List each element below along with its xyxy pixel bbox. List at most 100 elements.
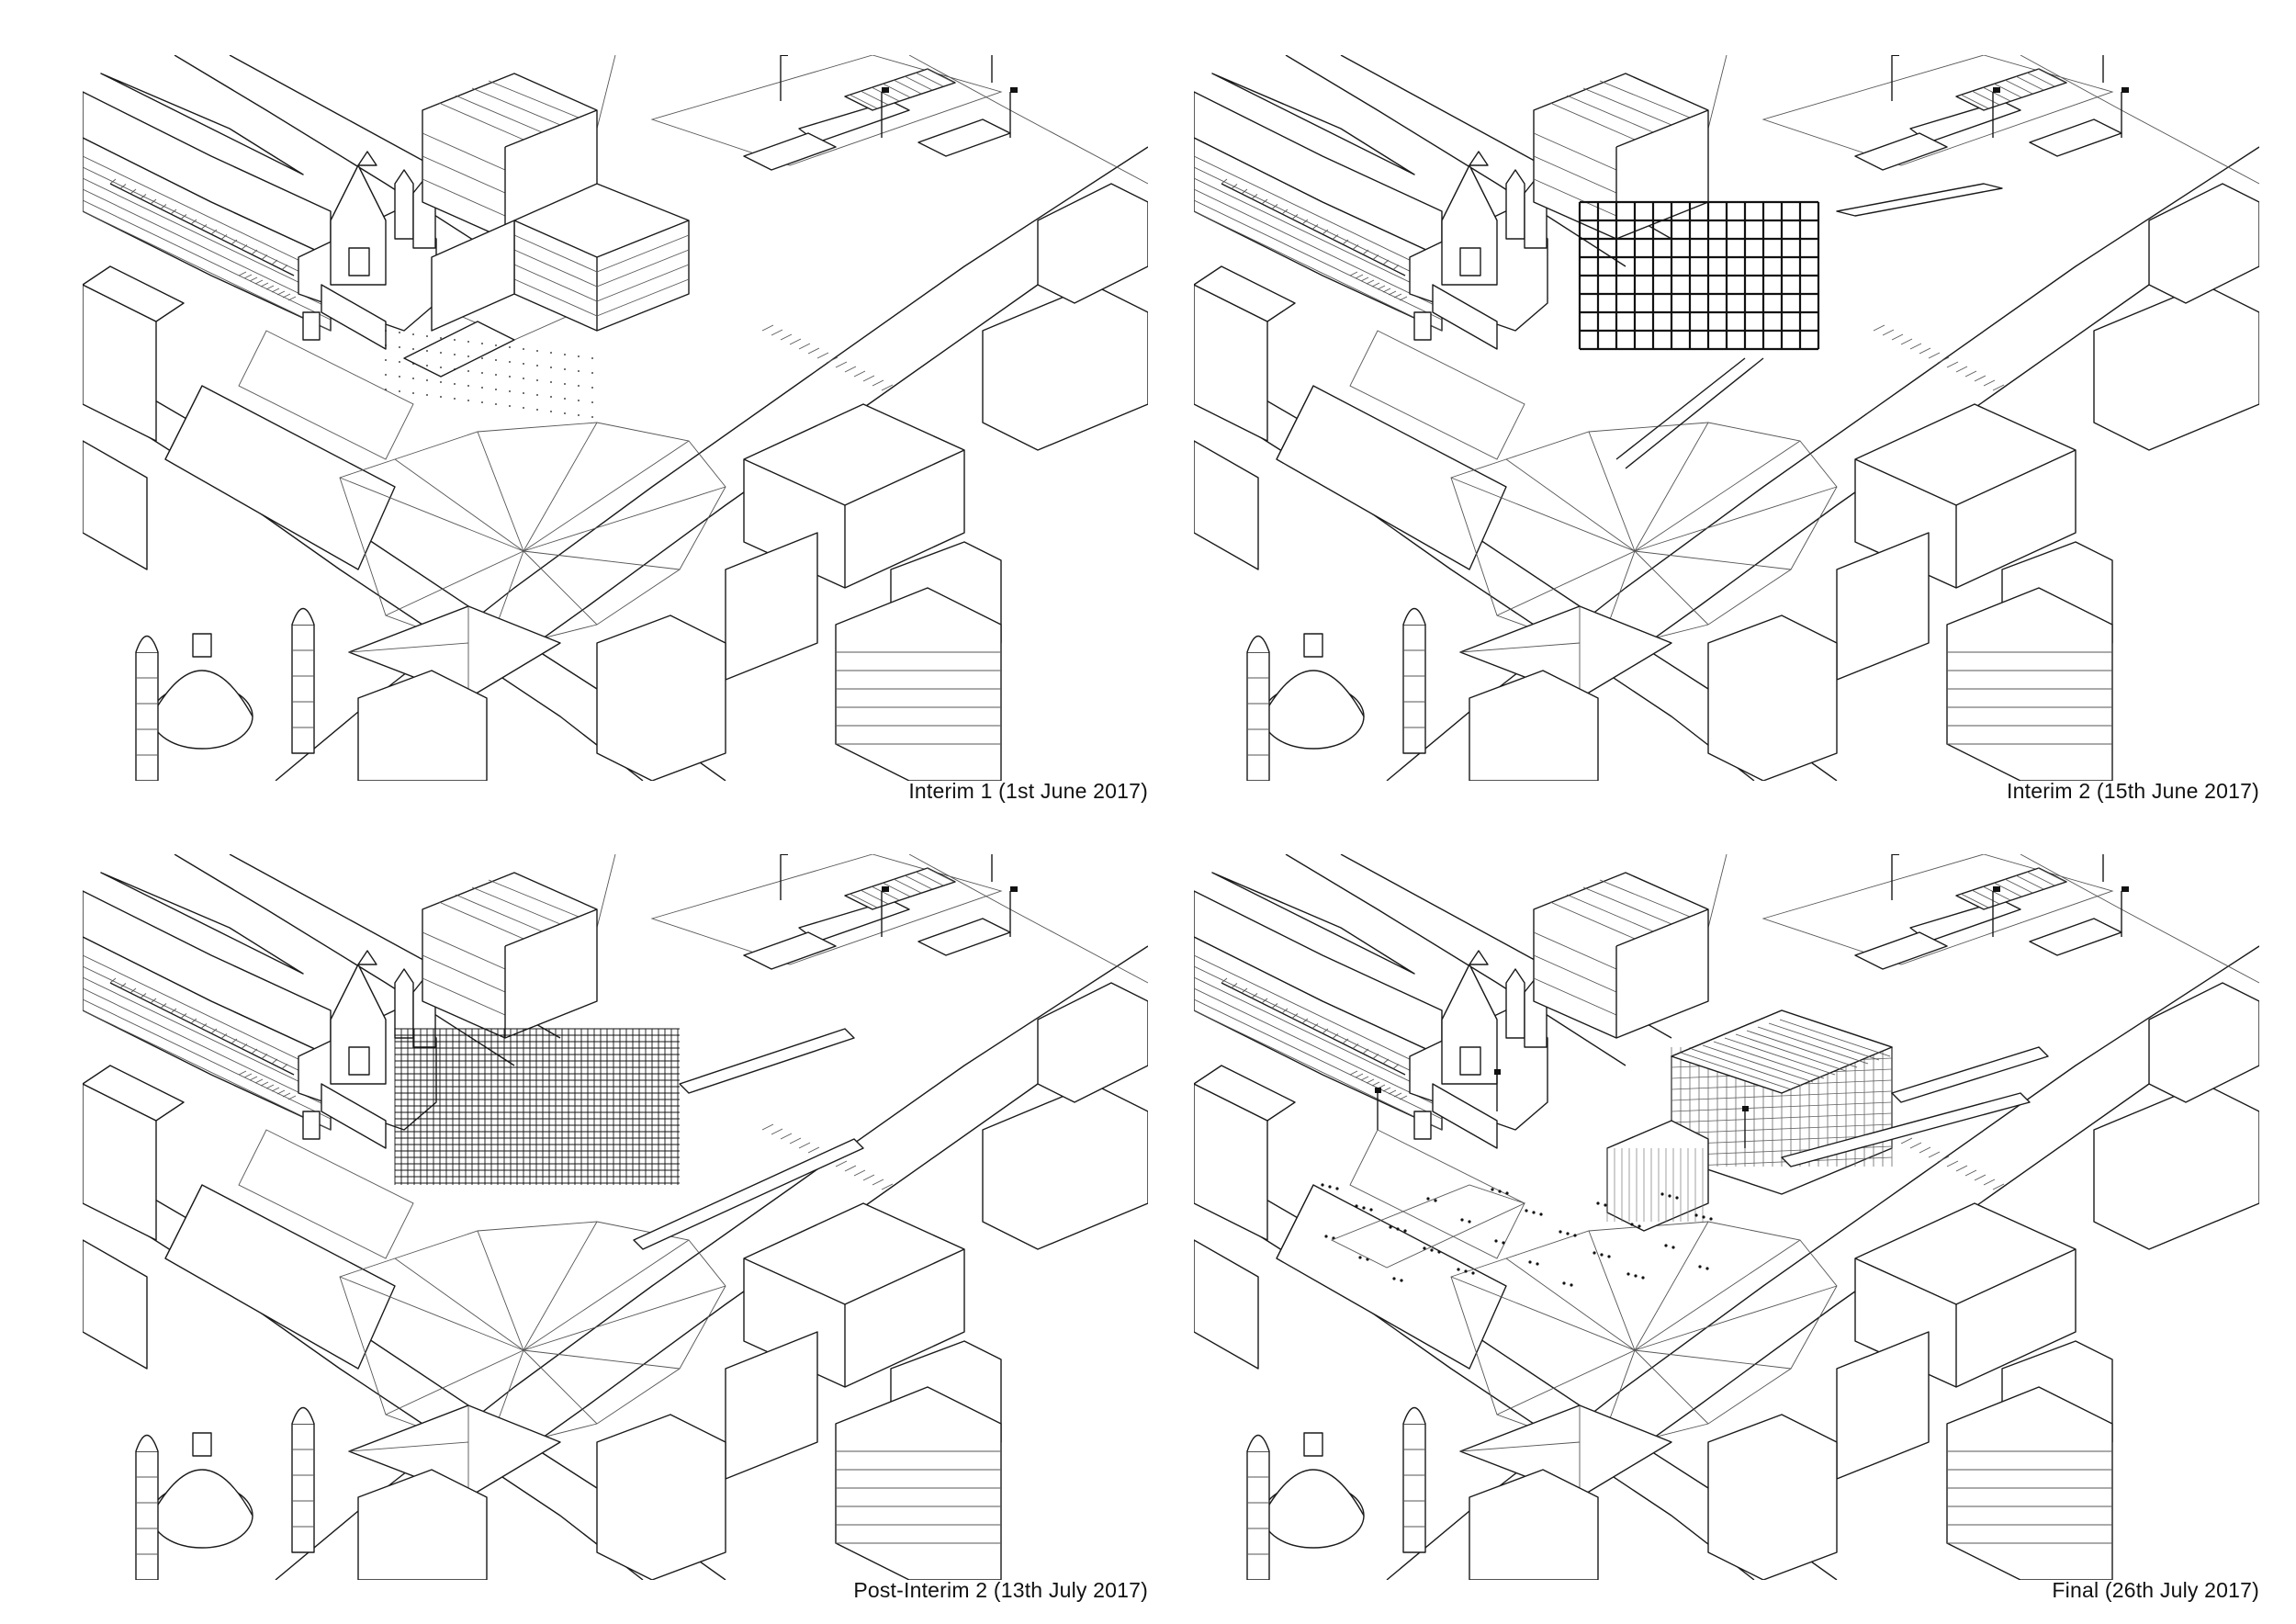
floodlight — [1892, 55, 1899, 56]
glazing-line — [1582, 886, 1672, 925]
crosswalk-stripe — [881, 384, 894, 391]
roof-grid — [1680, 1052, 1792, 1090]
crosswalk-stripe — [1301, 219, 1309, 225]
gate-pillar — [302, 311, 321, 341]
church-annex — [1432, 284, 1498, 350]
crosswalk-stripe — [254, 279, 264, 285]
road-edge — [83, 1193, 644, 1580]
site-dot — [578, 400, 580, 401]
plaza-ray — [1634, 486, 1838, 552]
plaza-ray — [523, 486, 726, 552]
facade-line — [1194, 177, 1443, 299]
crosswalk-stripe — [1251, 194, 1258, 199]
bridge — [1625, 357, 1764, 469]
site-dot — [578, 385, 580, 387]
crosswalk-stripe — [1909, 343, 1922, 350]
plaza-ray — [1634, 550, 1709, 626]
person — [1593, 1251, 1596, 1255]
church-spire — [1469, 151, 1489, 166]
caption-interim-2: Interim 2 (15th June 2017) — [2007, 779, 2259, 803]
bleacher-line — [1960, 893, 1989, 908]
floodlight — [2122, 886, 2129, 892]
glasshouse-block — [1533, 872, 1709, 1039]
minaret-cap — [1246, 635, 1270, 653]
bleacher-line — [849, 893, 878, 908]
person — [1630, 1223, 1634, 1226]
crosswalk-stripe — [771, 329, 783, 336]
person — [1460, 1218, 1464, 1222]
crosswalk-stripe — [807, 347, 820, 355]
glazing-line — [455, 894, 543, 932]
crosswalk-stripe — [251, 1048, 258, 1054]
bleacher-line — [2037, 68, 2066, 84]
crosswalk-stripe — [1332, 234, 1339, 240]
site-dot — [467, 355, 469, 357]
roof — [1211, 73, 1415, 175]
caption-post-interim-2: Post-Interim 2 (13th July 2017) — [853, 1578, 1148, 1602]
person — [1539, 1212, 1543, 1216]
site-dot — [399, 361, 400, 363]
site-dot — [523, 363, 524, 365]
site-dot — [591, 372, 593, 374]
glazing-line — [488, 879, 580, 918]
glazing-line — [1599, 879, 1691, 918]
crosswalk-stripe — [1919, 1146, 1931, 1154]
person — [1694, 1213, 1698, 1217]
bleacher-line — [915, 72, 944, 87]
plaza-left — [164, 1184, 396, 1370]
person — [1358, 1256, 1362, 1259]
tennis-court — [1854, 931, 1948, 970]
crosswalk-stripe — [1900, 1137, 1913, 1145]
plaza-ray — [1588, 431, 1636, 552]
floor-line — [513, 249, 598, 288]
church-door — [1459, 247, 1481, 276]
panel-interim-1 — [83, 55, 1148, 781]
site-dot — [550, 411, 552, 412]
site-dot — [509, 361, 511, 363]
church-annex — [321, 284, 387, 350]
crosswalk-stripe — [1349, 271, 1358, 276]
glazing-line — [438, 901, 524, 940]
plaza-ray — [1505, 1257, 1636, 1351]
crosswalk-stripe — [1974, 375, 1986, 382]
crosswalk-stripe — [1342, 239, 1349, 245]
bleacher-line — [1993, 83, 2022, 98]
site-dot — [495, 389, 497, 390]
site-dot — [564, 412, 566, 414]
church-annex — [1432, 1083, 1498, 1149]
block-edge — [1854, 458, 1957, 506]
building-bottom-3 — [596, 1414, 726, 1580]
crosswalk-stripe — [1311, 224, 1319, 230]
building-bottom — [1836, 1331, 1930, 1480]
crosswalk-stripe — [1382, 259, 1390, 265]
axonometric-drawing-post-interim-2 — [83, 854, 1148, 1580]
person — [1664, 1244, 1668, 1247]
crosswalk-stripe — [1388, 290, 1397, 296]
crosswalk-stripe — [119, 983, 127, 988]
crosswalk-stripe — [265, 285, 275, 290]
crosswalk-stripe — [1261, 198, 1268, 205]
crosswalk-stripe — [798, 1142, 811, 1149]
crosswalk-stripe — [780, 333, 793, 341]
person — [1468, 1220, 1471, 1224]
facade-transom — [1671, 1101, 1893, 1112]
crosswalk-stripe — [282, 1092, 291, 1098]
building-bottom-4 — [357, 670, 488, 781]
block-edge — [1615, 109, 1709, 148]
bleacher-line — [2037, 867, 2066, 883]
building-block — [83, 440, 148, 570]
panel-interim-2 — [1194, 55, 2259, 781]
crosswalk-stripe — [249, 276, 258, 282]
roof-grid — [1757, 1026, 1869, 1065]
tennis-court — [2029, 118, 2122, 157]
site-dot — [591, 357, 593, 359]
roof — [100, 872, 304, 975]
floor-line — [596, 278, 690, 317]
crosswalk-stripe — [1322, 229, 1329, 235]
site-dot — [412, 363, 414, 365]
facade-transom — [1671, 1123, 1893, 1134]
site-dot — [481, 343, 483, 344]
site-dot — [591, 401, 593, 403]
site-dot — [536, 409, 538, 411]
crosswalk-stripe — [1241, 987, 1248, 994]
